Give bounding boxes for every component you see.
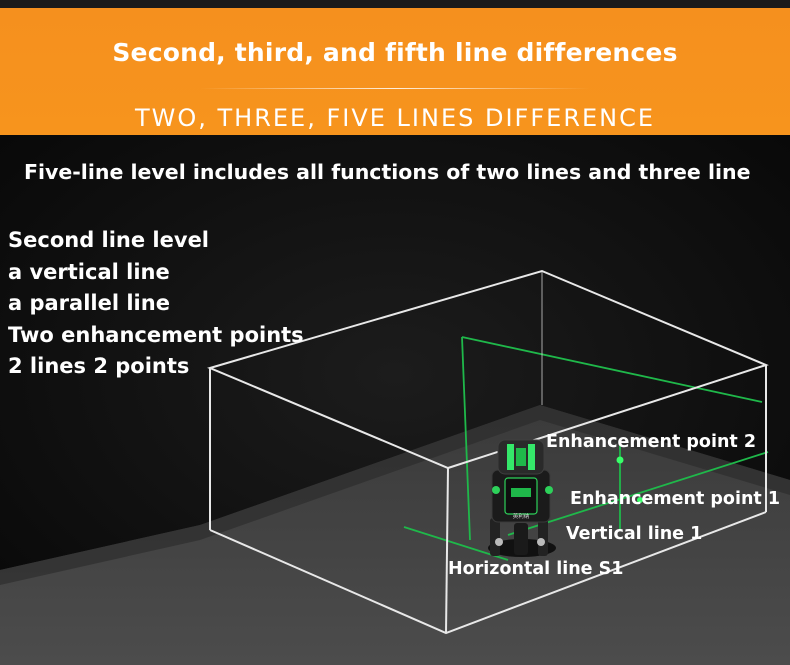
enhancement-point-2-dot [616, 456, 624, 464]
feature-item: Two enhancement points [8, 322, 304, 347]
floor-shadow [0, 405, 790, 585]
feature-item: a parallel line [8, 291, 170, 315]
label-vertical-line-1: Vertical line 1 [566, 524, 703, 544]
floor-plane [0, 405, 790, 665]
feature-list: Second line level a vertical line a para… [8, 225, 304, 383]
header-banner: Second, third, and fifth line difference… [0, 8, 790, 135]
laser-lines [403, 336, 769, 561]
vertical-laser-back [461, 336, 471, 541]
laser-level-device: 英利纳 [488, 439, 556, 557]
room-diagram: 英利纳 [0, 135, 790, 665]
horizontal-laser-back [461, 336, 763, 403]
label-enhancement-point-2: Enhancement point 2 [546, 432, 757, 452]
box-outline [207, 269, 769, 635]
intro-text: Five-line level includes all functions o… [24, 160, 751, 184]
enhancement-point-1-dot [637, 497, 643, 503]
label-enhancement-point-1: Enhancement point 1 [570, 489, 781, 509]
banner-title: Second, third, and fifth line difference… [112, 38, 678, 67]
feature-item: 2 lines 2 points [8, 354, 190, 378]
vertical-line-1 [507, 451, 769, 536]
feature-item: a vertical line [8, 259, 170, 284]
top-edge [0, 0, 790, 8]
banner-divider [200, 88, 590, 89]
device-brand: 英利纳 [513, 512, 530, 520]
feature-item: Second line level [8, 228, 210, 252]
label-horizontal-line-s1: Horizontal line S1 [448, 559, 624, 579]
box-bottom-edges [209, 511, 767, 635]
banner-subtitle: TWO, THREE, FIVE LINES DIFFERENCE [134, 104, 656, 132]
box-edge-front [445, 467, 449, 634]
